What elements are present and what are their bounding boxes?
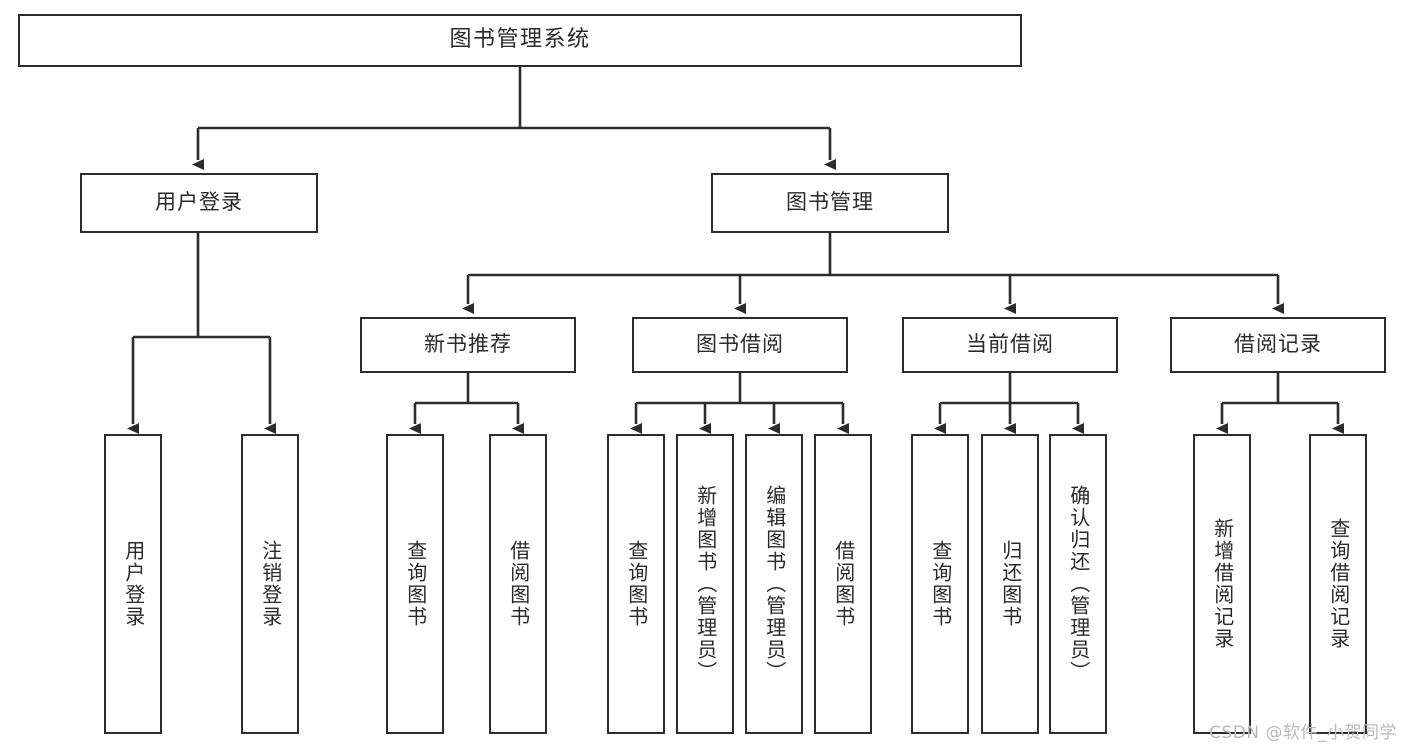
leaf-book-borrow-borrow[interactable]: 借阅图书: [814, 434, 872, 734]
node-label: 查询借阅记录: [1326, 518, 1351, 650]
node-label: 编辑图书（管理员）: [762, 485, 787, 683]
leaf-user-login-login[interactable]: 用户登录: [104, 434, 162, 734]
node-label: 查询图书: [928, 540, 953, 628]
node-label: 新增借阅记录: [1210, 518, 1235, 650]
node-user-login[interactable]: 用户登录: [80, 173, 318, 233]
node-label: 新增图书（管理员）: [693, 485, 718, 683]
node-borrow-record[interactable]: 借阅记录: [1170, 317, 1386, 373]
node-label: 注销登录: [258, 540, 283, 628]
node-label: 用户登录: [155, 190, 243, 215]
leaf-user-login-logout[interactable]: 注销登录: [241, 434, 299, 734]
leaf-book-borrow-edit[interactable]: 编辑图书（管理员）: [745, 434, 803, 734]
leaf-book-borrow-add[interactable]: 新增图书（管理员）: [676, 434, 734, 734]
node-label: 当前借阅: [966, 332, 1054, 357]
node-label: 查询图书: [403, 540, 428, 628]
node-current-borrow[interactable]: 当前借阅: [902, 317, 1118, 373]
node-label: 图书借阅: [696, 332, 784, 357]
node-label: 用户登录: [121, 540, 146, 628]
leaf-new-book-query[interactable]: 查询图书: [386, 434, 444, 734]
node-label: 查询图书: [624, 540, 649, 628]
node-book-management[interactable]: 图书管理: [711, 173, 949, 233]
leaf-current-borrow-query[interactable]: 查询图书: [911, 434, 969, 734]
node-new-book-recommend[interactable]: 新书推荐: [360, 317, 576, 373]
node-label: 借阅图书: [506, 540, 531, 628]
node-book-borrow[interactable]: 图书借阅: [632, 317, 848, 373]
csdn-watermark: CSDN @软件_小贺同学: [1209, 723, 1397, 743]
node-label: 归还图书: [998, 540, 1023, 628]
leaf-borrow-record-query[interactable]: 查询借阅记录: [1309, 434, 1367, 734]
node-label: 图书管理: [786, 190, 874, 215]
leaf-current-borrow-confirm[interactable]: 确认归还（管理员）: [1049, 434, 1107, 734]
leaf-current-borrow-return[interactable]: 归还图书: [981, 434, 1039, 734]
node-label: 图书管理系统: [449, 27, 591, 53]
node-label: 新书推荐: [424, 332, 512, 357]
leaf-new-book-borrow[interactable]: 借阅图书: [489, 434, 547, 734]
leaf-borrow-record-add[interactable]: 新增借阅记录: [1193, 434, 1251, 734]
leaf-book-borrow-query[interactable]: 查询图书: [607, 434, 665, 734]
node-label: 借阅图书: [831, 540, 856, 628]
node-root-system[interactable]: 图书管理系统: [18, 14, 1022, 67]
node-label: 借阅记录: [1234, 332, 1322, 357]
node-label: 确认归还（管理员）: [1066, 485, 1091, 683]
